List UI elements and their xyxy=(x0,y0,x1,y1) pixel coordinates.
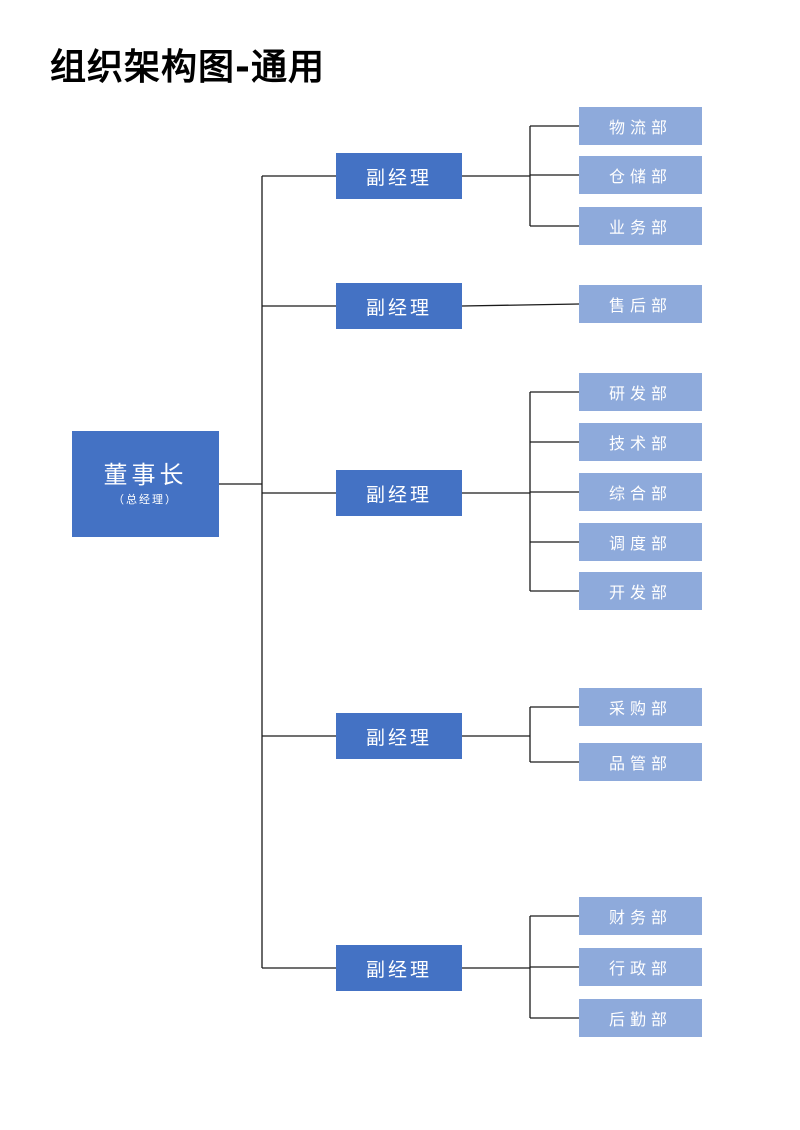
root-node-sublabel: （总经理） xyxy=(113,493,178,506)
department-node: 物流部 xyxy=(579,107,702,145)
department-node: 综合部 xyxy=(579,473,702,511)
department-node: 行政部 xyxy=(579,948,702,986)
page-title: 组织架构图-通用 xyxy=(50,47,325,88)
department-node: 开发部 xyxy=(579,572,702,610)
department-node: 业务部 xyxy=(579,207,702,245)
department-node: 采购部 xyxy=(579,688,702,726)
manager-node-5: 副经理 xyxy=(336,945,462,991)
department-node: 调度部 xyxy=(579,523,702,561)
department-node: 后勤部 xyxy=(579,999,702,1037)
manager-node-4: 副经理 xyxy=(336,713,462,759)
department-node: 售后部 xyxy=(579,285,702,323)
manager-node-1: 副经理 xyxy=(336,153,462,199)
connector-manager-to-department xyxy=(461,303,580,307)
department-node: 仓储部 xyxy=(579,156,702,194)
manager-node-2: 副经理 xyxy=(336,283,462,329)
department-node: 技术部 xyxy=(579,423,702,461)
department-node: 品管部 xyxy=(579,743,702,781)
department-node: 财务部 xyxy=(579,897,702,935)
department-node: 研发部 xyxy=(579,373,702,411)
manager-node-3: 副经理 xyxy=(336,470,462,516)
root-node-chairman: 董事长 （总经理） xyxy=(72,431,219,537)
root-node-label: 董事长 xyxy=(103,461,188,489)
